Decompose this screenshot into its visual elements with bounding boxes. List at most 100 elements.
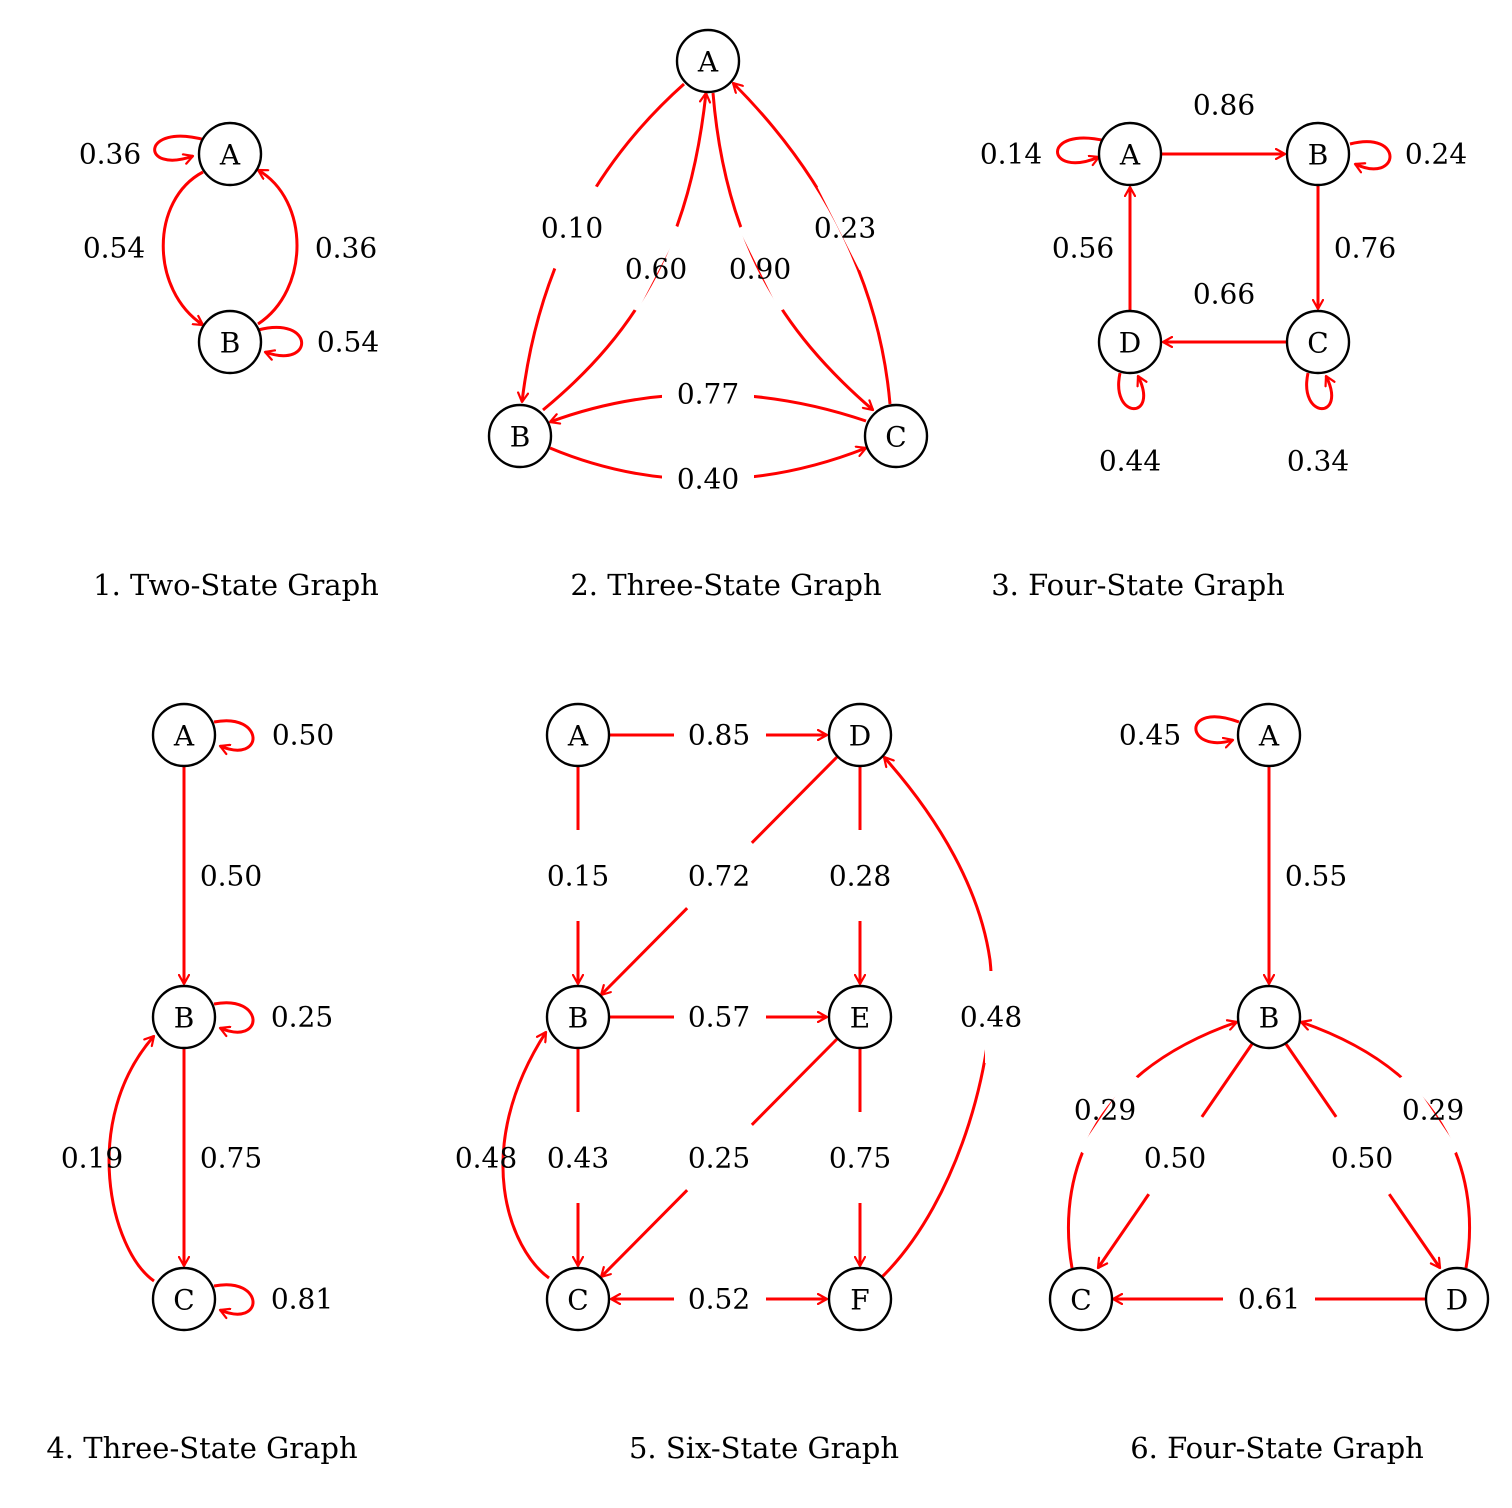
edge-b-to-b: 0.25 xyxy=(213,1001,333,1034)
node-label: A xyxy=(567,720,589,753)
edge-c-to-a: 0.23 xyxy=(733,83,892,405)
edge-label: 0.52 xyxy=(688,1283,750,1316)
edge-label: 0.50 xyxy=(200,860,262,893)
edge-d-to-b: 0.29 xyxy=(1301,1022,1471,1269)
edge-c-to-d: 0.66 xyxy=(1163,278,1286,343)
edge-b-to-b: 0.24 xyxy=(1349,138,1467,171)
edge-c-to-c: 0.34 xyxy=(1287,372,1349,478)
node-a: A xyxy=(1097,121,1163,187)
node-b: B xyxy=(1285,121,1351,187)
node-label: F xyxy=(850,1284,869,1317)
edge-label: 0.48 xyxy=(455,1142,517,1175)
edge-label: 0.24 xyxy=(1405,138,1467,171)
node-b: B xyxy=(197,309,263,375)
node-b: B xyxy=(545,984,611,1050)
edge-c-to-b: 0.77 xyxy=(550,378,867,423)
node-e: E xyxy=(827,984,893,1050)
edge-label: 0.57 xyxy=(688,1001,750,1034)
edge-label: 0.50 xyxy=(1331,1142,1393,1175)
node-a: A xyxy=(1236,702,1302,768)
edge-a-to-b: 0.15 xyxy=(547,767,609,984)
edge-b-to-c: 0.75 xyxy=(184,1049,262,1266)
edge-label: 0.77 xyxy=(677,378,739,411)
edge-label: 0.66 xyxy=(1193,278,1255,311)
edge-a-to-d: 0.85 xyxy=(610,719,827,752)
node-b: B xyxy=(1236,984,1302,1050)
node-c: C xyxy=(863,403,929,469)
edge-label: 0.55 xyxy=(1285,860,1347,893)
node-b: B xyxy=(487,403,553,469)
node-label: B xyxy=(1259,1002,1280,1035)
edge-a-to-b: 0.50 xyxy=(184,767,262,984)
edge-b-to-b: 0.54 xyxy=(257,326,379,359)
node-label: A xyxy=(173,720,195,753)
edge-label: 0.60 xyxy=(625,253,687,286)
edge-label: 0.29 xyxy=(1402,1094,1464,1127)
edge-label: 0.23 xyxy=(814,212,876,245)
edge-label: 0.25 xyxy=(688,1142,750,1175)
edge-a-to-b: 0.55 xyxy=(1269,767,1347,984)
node-c: C xyxy=(1048,1266,1114,1332)
edge-d-to-e: 0.28 xyxy=(829,767,891,984)
edge-a-to-b: 0.10 xyxy=(522,82,685,402)
graph-caption: 3. Four-State Graph xyxy=(991,568,1285,602)
graph-caption: 1. Two-State Graph xyxy=(93,568,379,602)
edge-a-to-a: 0.14 xyxy=(980,136,1107,171)
edge-label: 0.48 xyxy=(960,1001,1022,1034)
node-label: B xyxy=(220,327,241,360)
edge-c-to-b: 0.29 xyxy=(1067,1022,1237,1269)
edge-label: 0.86 xyxy=(1193,89,1255,122)
edge-c-to-b: 0.19 xyxy=(61,1036,156,1283)
edge-label: 0.44 xyxy=(1099,445,1161,478)
edge-label: 0.29 xyxy=(1074,1094,1136,1127)
graph-caption: 6. Four-State Graph xyxy=(1130,1431,1424,1465)
node-label: A xyxy=(697,46,719,79)
edge-label: 0.61 xyxy=(1238,1283,1300,1316)
edge-label: 0.85 xyxy=(688,719,750,752)
edge-label: 0.36 xyxy=(315,232,377,265)
node-d: D xyxy=(1424,1266,1490,1332)
node-label: C xyxy=(885,421,906,454)
edge-label: 0.10 xyxy=(541,212,603,245)
node-label: D xyxy=(1446,1284,1468,1317)
edge-label: 0.75 xyxy=(829,1142,891,1175)
edge-b-to-e: 0.57 xyxy=(610,1001,827,1034)
edge-b-to-c: 0.76 xyxy=(1318,186,1396,309)
node-label: B xyxy=(174,1002,195,1035)
node-label: E xyxy=(850,1002,870,1035)
edge-label: 0.28 xyxy=(829,860,891,893)
edge-label: 0.90 xyxy=(729,253,791,286)
node-label: D xyxy=(849,720,871,753)
node-a: A xyxy=(197,121,263,187)
edge-b-to-c: 0.43 xyxy=(547,1049,609,1266)
edge-a-to-b: 0.86 xyxy=(1162,89,1285,155)
edge-label: 0.54 xyxy=(83,232,145,265)
edge-label: 0.54 xyxy=(317,326,379,359)
node-c: C xyxy=(545,1266,611,1332)
node-b: B xyxy=(151,984,217,1050)
edge-b-to-a: 0.60 xyxy=(542,93,706,412)
edge-label: 0.81 xyxy=(271,1283,333,1316)
edge-a-to-c: 0.90 xyxy=(711,92,873,412)
node-a: A xyxy=(151,702,217,768)
edge-label: 0.50 xyxy=(272,719,334,752)
node-f: F xyxy=(827,1266,893,1332)
edge-a-to-a: 0.50 xyxy=(213,719,334,752)
edge-label: 0.34 xyxy=(1287,445,1349,478)
graph-caption: 2. Three-State Graph xyxy=(570,568,881,602)
edge-label: 0.15 xyxy=(547,860,609,893)
node-label: A xyxy=(1258,720,1280,753)
edge-label: 0.19 xyxy=(61,1142,123,1175)
edge-a-to-a: 0.45 xyxy=(1119,715,1240,752)
node-d: D xyxy=(1097,309,1163,375)
edge-d-to-c: 0.61 xyxy=(1113,1283,1425,1316)
edge-c-to-c: 0.81 xyxy=(213,1283,333,1316)
edge-label: 0.76 xyxy=(1334,232,1396,265)
edge-b-to-c: 0.50 xyxy=(1096,1043,1254,1268)
node-label: D xyxy=(1119,327,1141,360)
node-label: C xyxy=(173,1284,194,1317)
